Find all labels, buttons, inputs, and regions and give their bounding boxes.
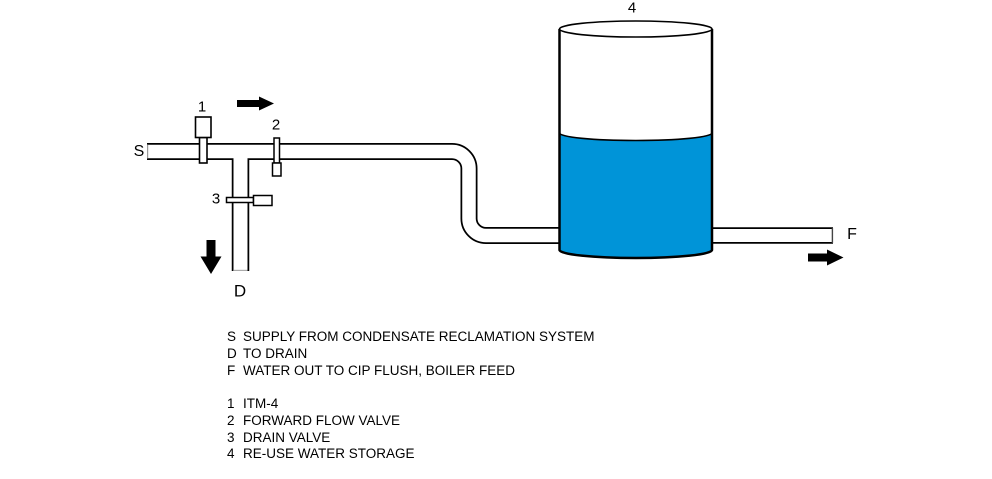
flow-down-arrow-drain: [200, 240, 222, 274]
legend-key: S: [227, 329, 237, 344]
legend-key: F: [227, 363, 236, 378]
legend-key: D: [227, 346, 237, 361]
flow-arrows: [200, 96, 844, 274]
pipe-bores: [147, 144, 833, 271]
label-storage-tank: 4: [627, 0, 637, 17]
legend-text: RE-USE WATER STORAGE: [243, 446, 415, 462]
supply-pipe-outline: [147, 143, 565, 244]
flow-right-arrow-outlet: [808, 249, 844, 266]
legend-row-outlet: F WATER OUT TO CIP FLUSH, BOILER FEED: [227, 364, 595, 381]
label-forward-flow-valve: 2: [271, 116, 281, 134]
supply-pipe-bore: [147, 144, 565, 243]
legend-row-itm4: 1 ITM-4: [227, 397, 415, 414]
legend-row-drain-valve: 3 DRAIN VALVE: [227, 431, 415, 448]
legend-row-storage-tank: 4 RE-USE WATER STORAGE: [227, 447, 415, 464]
itm4-body: [194, 116, 212, 139]
drain-valve-body: [252, 194, 273, 207]
legend-text: TO DRAIN: [243, 346, 308, 361]
legend-row-forward-flow-valve: 2 FORWARD FLOW VALVE: [227, 414, 415, 431]
label-supply: S: [133, 143, 145, 160]
label-itm4: 1: [197, 98, 207, 116]
legend-text: SUPPLY FROM CONDENSATE RECLAMATION SYSTE…: [243, 329, 595, 344]
forward-flow-valve-body: [271, 162, 282, 177]
legend-text: ITM-4: [243, 396, 279, 411]
legend-row-supply: S SUPPLY FROM CONDENSATE RECLAMATION SYS…: [227, 330, 595, 347]
forward-flow-valve-stem: [273, 137, 281, 164]
storage-tank: [558, 20, 714, 260]
pipe-outlines: [147, 143, 833, 271]
legend-components: 1 ITM-4 2 FORWARD FLOW VALVE 3 DRAIN VAL…: [227, 397, 415, 464]
legend-text: DRAIN VALVE: [243, 429, 331, 445]
tank-outline: [558, 29, 714, 260]
legend-key: 1: [227, 396, 235, 411]
pipe-end-caps: [147, 144, 834, 271]
label-outlet: F: [847, 226, 857, 243]
legend-key: 3: [227, 429, 235, 445]
itm4-stem: [198, 136, 208, 164]
legend-key: 4: [227, 446, 235, 462]
drain-valve-bar: [225, 196, 255, 204]
legend-row-drain: D TO DRAIN: [227, 347, 595, 364]
tank-water: [558, 132, 713, 259]
label-drain: D: [233, 281, 247, 301]
valves: [194, 116, 282, 207]
legend-text: FORWARD FLOW VALVE: [243, 412, 401, 428]
legend-key: 2: [227, 412, 235, 428]
tank-top-rim: [558, 20, 713, 38]
legend-io: S SUPPLY FROM CONDENSATE RECLAMATION SYS…: [227, 330, 595, 381]
legend-text: WATER OUT TO CIP FLUSH, BOILER FEED: [243, 363, 516, 378]
label-drain-valve: 3: [211, 190, 221, 208]
flow-right-arrow-supply: [237, 96, 274, 111]
